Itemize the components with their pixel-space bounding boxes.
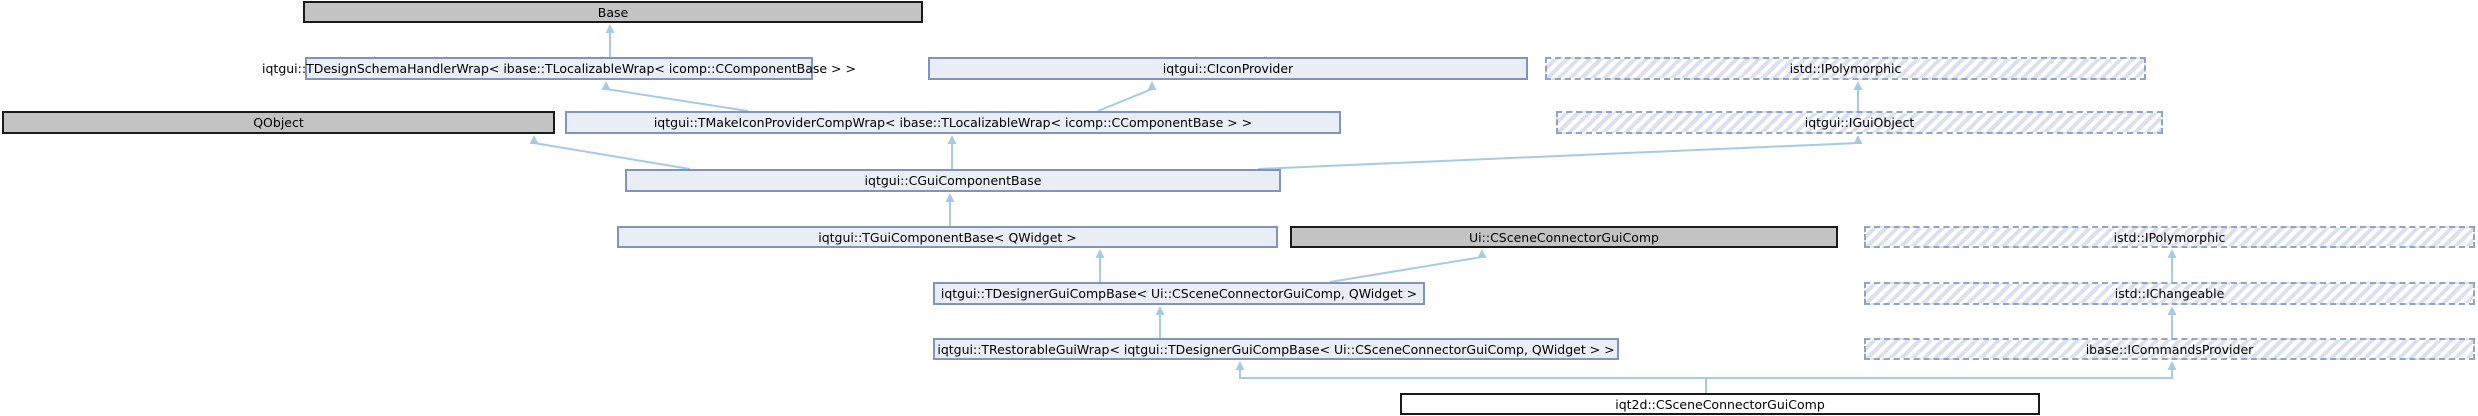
class-node-label: iqtgui::IGuiObject: [1804, 115, 1915, 130]
arrow-up-icon: [947, 135, 957, 144]
class-node-label: istd::IPolymorphic: [2113, 229, 2226, 245]
class-node-trestorable-gui-wrap[interactable]: iqtgui::TRestorableGuiWrap< iqtgui::TDes…: [933, 338, 1619, 360]
class-node-label: iqt2d::CSceneConnectorGuiComp: [1615, 396, 1825, 412]
inheritance-edge-make-icon-provider-wrap-to-design-schema-wrap: [605, 88, 749, 112]
class-node-label: ibase::ICommandsProvider: [2085, 341, 2254, 357]
class-node-qobject: QObject: [2, 111, 555, 134]
class-node-ipolymorphic-top[interactable]: istd::IPolymorphic: [1545, 57, 2146, 80]
inheritance-edge-cgui-component-base-to-qobject: [533, 142, 691, 170]
arrow-up-icon: [1095, 249, 1105, 258]
class-node-make-icon-provider-wrap[interactable]: iqtgui::TMakeIconProviderCompWrap< ibase…: [565, 111, 1341, 134]
class-node-cgui-component-base[interactable]: iqtgui::CGuiComponentBase: [625, 169, 1281, 192]
class-node-icon-provider[interactable]: iqtgui::CIconProvider: [928, 57, 1528, 80]
arrow-up-icon: [1147, 81, 1157, 90]
inheritance-edge-iqt2d-scene-connector-to-trestorable-gui-wrap: [1239, 369, 1707, 393]
arrow-up-icon: [529, 135, 539, 144]
class-node-label: Base: [597, 4, 629, 20]
arrow-up-icon: [2167, 306, 2177, 315]
class-node-ui-scene-connector: Ui::CSceneConnectorGuiComp: [1290, 226, 1838, 248]
inheritance-edge-cgui-component-base-to-igui-object: [1257, 142, 1859, 170]
class-node-tdesigner-gui-comp-base[interactable]: iqtgui::TDesignerGuiCompBase< Ui::CScene…: [933, 282, 1425, 305]
class-node-tgui-component-base[interactable]: iqtgui::TGuiComponentBase< QWidget >: [617, 226, 1278, 248]
class-node-label: iqtgui::TDesignerGuiCompBase< Ui::CScene…: [940, 286, 1418, 301]
arrow-up-icon: [1155, 306, 1165, 315]
class-node-igui-object[interactable]: iqtgui::IGuiObject: [1556, 111, 2163, 134]
arrow-up-icon: [1853, 135, 1863, 144]
class-node-ipolymorphic-mid[interactable]: istd::IPolymorphic: [1864, 226, 2475, 248]
class-node-label: iqtgui::TGuiComponentBase< QWidget >: [818, 229, 1077, 245]
class-node-label: iqtgui::CIconProvider: [1162, 61, 1294, 76]
class-node-label: iqtgui::CGuiComponentBase: [864, 173, 1042, 188]
inheritance-edge-make-icon-provider-wrap-to-icon-provider: [1097, 88, 1153, 112]
class-node-label: istd::IChangeable: [2114, 286, 2225, 301]
arrow-up-icon: [601, 81, 611, 90]
class-node-label: iqtgui::TMakeIconProviderCompWrap< ibase…: [653, 115, 1253, 130]
class-node-design-schema-wrap[interactable]: iqtgui::TDesignSchemaHandlerWrap< ibase:…: [262, 57, 856, 80]
class-node-label: istd::IPolymorphic: [1789, 61, 1902, 76]
inheritance-edge-tdesigner-gui-comp-base-to-ui-scene-connector: [1329, 256, 1483, 283]
class-node-label: iqtgui::TDesignSchemaHandlerWrap< ibase:…: [262, 61, 856, 76]
arrow-up-icon: [1477, 249, 1487, 258]
class-node-label: iqtgui::TRestorableGuiWrap< iqtgui::TDes…: [937, 341, 1615, 357]
arrow-up-icon: [2167, 361, 2177, 370]
class-node-ichangeable[interactable]: istd::IChangeable: [1864, 282, 2475, 305]
class-node-label: Ui::CSceneConnectorGuiComp: [1469, 229, 1659, 245]
class-node-base: Base: [303, 1, 923, 23]
arrow-up-icon: [945, 193, 955, 202]
arrow-up-icon: [605, 24, 615, 33]
inheritance-edge-iqt2d-scene-connector-to-icommands-provider: [1705, 369, 2173, 393]
class-node-iqt2d-scene-connector: iqt2d::CSceneConnectorGuiComp: [1400, 393, 2040, 415]
arrow-up-icon: [2167, 249, 2177, 258]
arrow-up-icon: [1853, 81, 1863, 90]
class-node-icommands-provider[interactable]: ibase::ICommandsProvider: [1864, 338, 2475, 360]
arrow-up-icon: [1235, 361, 1245, 370]
class-node-label: QObject: [253, 115, 304, 130]
